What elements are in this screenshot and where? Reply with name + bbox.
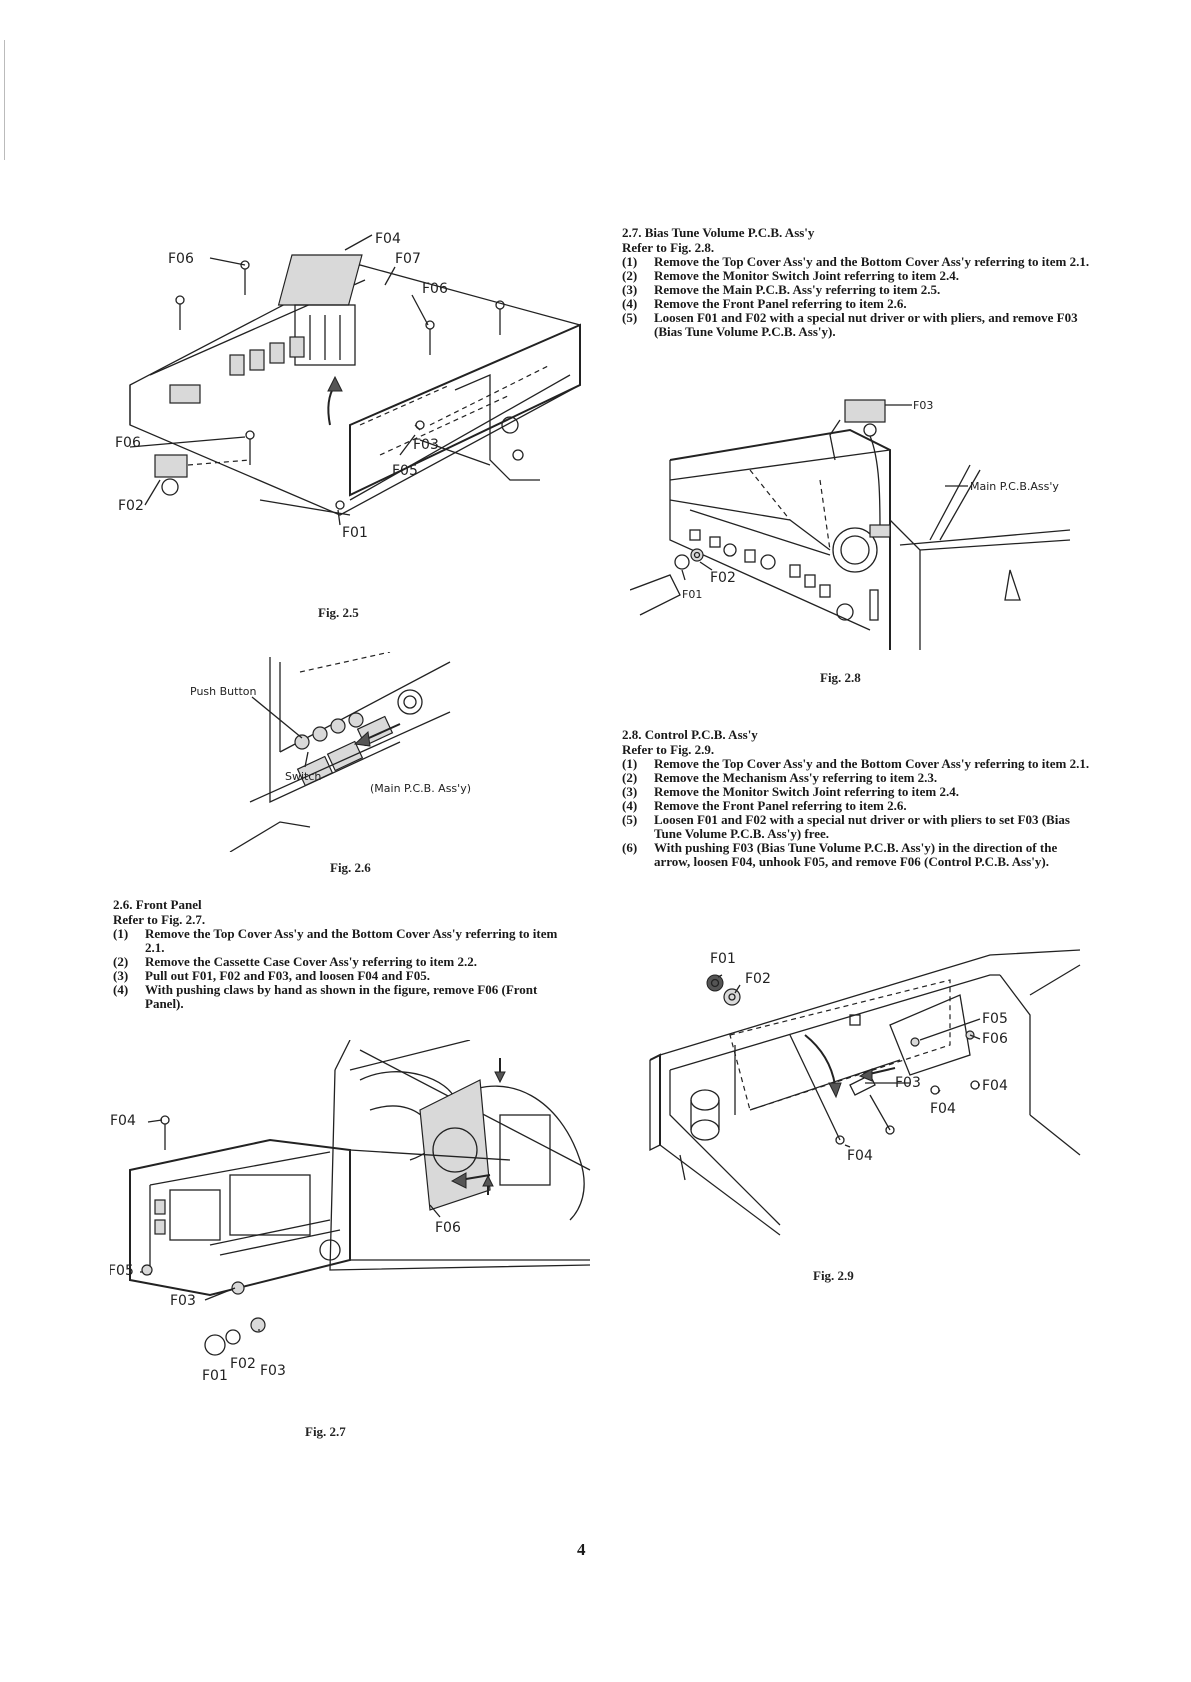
fig28-label-f02: F02: [710, 570, 736, 586]
list-item: (2)Remove the Monitor Switch Joint refer…: [622, 268, 959, 283]
section-2-7-heading: 2.7. Bias Tune Volume P.C.B. Ass'y: [622, 225, 815, 240]
list-item: (1)Remove the Top Cover Ass'y and the Bo…: [622, 254, 1090, 269]
fig27-label-f06: F06: [435, 1220, 461, 1236]
fig28-label-f03: F03: [913, 399, 933, 412]
fig29-label-f01: F01: [710, 951, 736, 967]
section-2-6-steps: (1)Remove the Top Cover Ass'y and the Bo…: [113, 927, 578, 1011]
fig25-caption: Fig. 2.5: [318, 605, 359, 620]
fig25-label-f05: F05: [392, 463, 418, 479]
fig25-label-f06c: F06: [115, 435, 141, 451]
fig26-label-switch: Switch: [285, 770, 321, 783]
fig27-caption: Fig. 2.7: [305, 1424, 346, 1439]
section-2-8-ref: Refer to Fig. 2.9.: [622, 742, 715, 757]
fig27-label-f01: F01: [202, 1368, 228, 1384]
fig28-caption: Fig. 2.8: [820, 670, 861, 685]
figure-2-6: Push Button Switch (Main P.C.B. Ass'y): [190, 652, 480, 852]
fig27-label-f05: F05: [110, 1263, 134, 1279]
fig27-label-f02: F02: [230, 1356, 256, 1372]
list-item: (6)With pushing F03 (Bias Tune Volume P.…: [622, 840, 1058, 869]
figure-2-8: F03 Main P.C.B.Ass'y F02 F01: [630, 390, 1080, 660]
list-item: (2)Remove the Mechanism Ass'y referring …: [622, 770, 938, 785]
section-2-8: 2.8. Control P.C.B. Ass'y Refer to Fig. …: [622, 727, 1092, 869]
section-2-8-heading: 2.8. Control P.C.B. Ass'y: [622, 727, 758, 742]
fig26-caption: Fig. 2.6: [330, 860, 371, 875]
fig27-label-f03b: F03: [260, 1363, 286, 1379]
list-item: (5)Loosen F01 and F02 with a special nut…: [622, 812, 1070, 841]
figure-2-5: F04 F06 F07 F06 F03 F06 F05 F02 F01: [110, 225, 600, 585]
list-item: (1)Remove the Top Cover Ass'y and the Bo…: [622, 756, 1090, 771]
fig28-label-f01: F01: [682, 588, 702, 601]
fig29-label-f04c: F04: [847, 1148, 873, 1164]
fig29-label-f04a: F04: [982, 1078, 1008, 1094]
list-item: (3)Remove the Monitor Switch Joint refer…: [622, 784, 959, 799]
section-2-6: 2.6. Front Panel Refer to Fig. 2.7. (1)R…: [113, 897, 578, 1011]
section-2-7-steps: (1)Remove the Top Cover Ass'y and the Bo…: [622, 255, 1092, 339]
fig27-label-f03a: F03: [170, 1293, 196, 1309]
fig29-label-f04b: F04: [930, 1101, 956, 1117]
fig25-label-f02: F02: [118, 498, 144, 514]
section-2-7: 2.7. Bias Tune Volume P.C.B. Ass'y Refer…: [622, 225, 1092, 339]
list-item: (4)Remove the Front Panel referring to i…: [622, 296, 907, 311]
list-item: (4)With pushing claws by hand as shown i…: [113, 982, 538, 1011]
list-item: (5)Loosen F01 and F02 with a special nut…: [622, 310, 1078, 339]
list-item: (3)Pull out F01, F02 and F03, and loosen…: [113, 968, 430, 983]
fig27-label-f04: F04: [110, 1113, 136, 1129]
figure-2-9: F01 F02 F05 F06 F03 F04 F04 F04: [640, 935, 1090, 1255]
list-item: (3)Remove the Main P.C.B. Ass'y referrin…: [622, 282, 941, 297]
fig26-label-push-button: Push Button: [190, 685, 256, 698]
fig25-label-f04: F04: [375, 231, 401, 247]
fig26-label-main-pcb: (Main P.C.B. Ass'y): [370, 782, 471, 795]
fig25-label-f07: F07: [395, 251, 421, 267]
fig29-label-f05: F05: [982, 1011, 1008, 1027]
list-item: (2)Remove the Cassette Case Cover Ass'y …: [113, 954, 478, 969]
section-2-7-ref: Refer to Fig. 2.8.: [622, 240, 715, 255]
fig25-label-f06a: F06: [168, 251, 194, 267]
fig25-label-f03: F03: [413, 437, 439, 453]
page-number: 4: [577, 1540, 586, 1559]
section-2-6-heading: 2.6. Front Panel: [113, 897, 202, 912]
section-2-6-ref: Refer to Fig. 2.7.: [113, 912, 206, 927]
fig29-label-f06: F06: [982, 1031, 1008, 1047]
fig29-label-f02: F02: [745, 971, 771, 987]
fig29-label-f03: F03: [895, 1075, 921, 1091]
fig28-label-main-pcb: Main P.C.B.Ass'y: [970, 480, 1059, 493]
list-item: (1)Remove the Top Cover Ass'y and the Bo…: [113, 926, 558, 955]
scan-edge-line: [4, 40, 5, 160]
list-item: (4)Remove the Front Panel referring to i…: [622, 798, 907, 813]
fig25-label-f01: F01: [342, 525, 368, 541]
fig25-label-f06b: F06: [422, 281, 448, 297]
figure-2-7: F04 F06 F05 F03 F02 F03 F01: [110, 1040, 600, 1390]
section-2-8-steps: (1)Remove the Top Cover Ass'y and the Bo…: [622, 757, 1092, 869]
fig29-caption: Fig. 2.9: [813, 1268, 854, 1283]
